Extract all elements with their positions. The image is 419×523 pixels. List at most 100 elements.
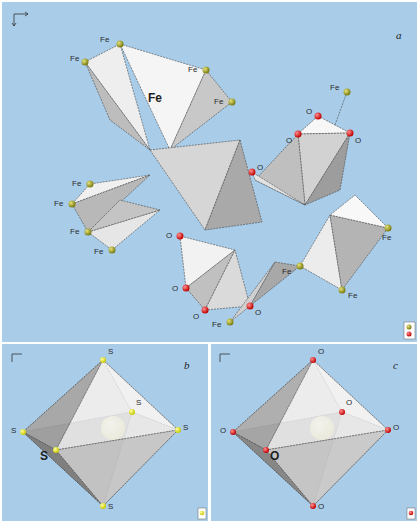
atom-label: O: [172, 285, 178, 293]
atom-label: S: [40, 450, 48, 462]
iron-atoms: [385, 225, 392, 232]
axis-glyph: [220, 354, 230, 362]
sulfur-atoms: [20, 357, 181, 509]
iron-atoms: [297, 263, 304, 270]
sulfur-atoms: [175, 427, 181, 433]
iron-atoms: [109, 247, 116, 254]
atom-label: S: [136, 399, 141, 407]
iron-atoms: [339, 287, 346, 294]
oxygen-atoms-c: [310, 503, 316, 509]
octahedron-o: [233, 360, 388, 506]
sulfur-atoms: [100, 503, 106, 509]
tetrahedra: [120, 44, 206, 150]
oxygen-atoms: [247, 303, 254, 310]
panel-letter: b: [184, 360, 190, 371]
tetrahedra: [205, 140, 262, 230]
tetrahedra: [170, 70, 232, 150]
atom-label: Fe: [330, 84, 339, 92]
atom-label: Fe: [72, 180, 81, 188]
tetrahedra: [330, 215, 388, 290]
oxygen-atoms-c: [263, 447, 269, 453]
oxygen-atoms: [183, 285, 190, 292]
oxygen-atoms: [202, 307, 209, 314]
iron-atoms: [87, 181, 94, 188]
iron-atoms: [82, 59, 89, 66]
atom-label: Fe: [54, 200, 63, 208]
atom-label: Fe: [212, 321, 221, 329]
atom-label: O: [393, 424, 399, 432]
tetrahedra: [305, 133, 350, 205]
atom-label: S: [108, 348, 113, 356]
corner-icon: [407, 508, 415, 519]
atom-label: O: [346, 399, 352, 407]
atom-label: O: [318, 348, 324, 356]
sulfur-atoms: [129, 409, 135, 415]
oxygen-atoms-c: [310, 357, 316, 363]
atom-label: Fe: [70, 55, 79, 63]
oxygen-atoms-c: [339, 409, 345, 415]
oxygen-atoms: [249, 169, 256, 176]
atom-label: Fe: [70, 228, 79, 236]
iron-atoms: [69, 201, 76, 208]
sulfur-atoms: [100, 357, 106, 363]
tetrahedra: [250, 262, 300, 306]
tetrahedra: [252, 172, 305, 205]
oxygen-atoms: [177, 233, 184, 240]
atom-label: S: [11, 427, 16, 435]
atom-label: Fe: [348, 292, 357, 300]
atom-label: O: [270, 450, 279, 462]
atom-label: Fe: [94, 248, 103, 256]
atom-label: O: [166, 232, 172, 240]
atom-label: S: [183, 424, 188, 432]
corner-icon: [198, 322, 415, 519]
atom-label: S: [108, 503, 113, 511]
corner-icon: [407, 332, 412, 337]
corner-icon: [404, 322, 415, 339]
octahedron-o: [266, 430, 388, 506]
corner-icon: [198, 508, 206, 519]
atom-label: O: [306, 108, 312, 116]
octahedron-s: [23, 360, 178, 506]
panel-ground: [2, 2, 417, 342]
tetrahedra: [88, 200, 160, 232]
tetrahedra: [255, 134, 305, 205]
axis-glyph: [12, 12, 28, 26]
atom-label: O: [318, 503, 324, 511]
iron-atoms: [344, 89, 351, 96]
axis-glyph: [12, 354, 22, 362]
atom-label: Fe: [282, 268, 291, 276]
atom-label: Fe: [214, 98, 223, 106]
atom-label: Fe: [382, 234, 391, 242]
tetrahedra: [298, 133, 350, 205]
iron-atoms: [85, 229, 92, 236]
corner-icon: [409, 511, 414, 516]
oxygen-atoms: [177, 113, 354, 314]
panel-ground: [2, 344, 208, 521]
iron-atoms: [117, 41, 124, 48]
tetrahedra: [330, 195, 388, 228]
panel-ground: [211, 344, 417, 521]
corner-icon: [200, 511, 205, 516]
tetrahedra: [72, 44, 388, 322]
tetrahedra: [298, 116, 350, 134]
atom-label: O: [355, 137, 361, 145]
atom-label: Fe: [100, 36, 109, 44]
atom-label: O: [255, 309, 261, 317]
iron-atoms: [227, 319, 234, 326]
atom-label: O: [286, 137, 292, 145]
octahedron-s: [56, 430, 178, 506]
atom-label: Fe: [188, 66, 197, 74]
sulfur-atoms: [53, 447, 59, 453]
tetrahedra: [205, 250, 250, 310]
corner-icon: [407, 325, 412, 330]
oxygen-atoms: [315, 113, 322, 120]
panel-letter: c: [393, 360, 398, 371]
oxygen-atoms-c: [230, 357, 391, 509]
sulfur-atoms: [20, 429, 26, 435]
atom-label: O: [193, 313, 199, 321]
atom-label: Fe: [148, 92, 162, 104]
oxygen-atoms-c: [385, 427, 391, 433]
